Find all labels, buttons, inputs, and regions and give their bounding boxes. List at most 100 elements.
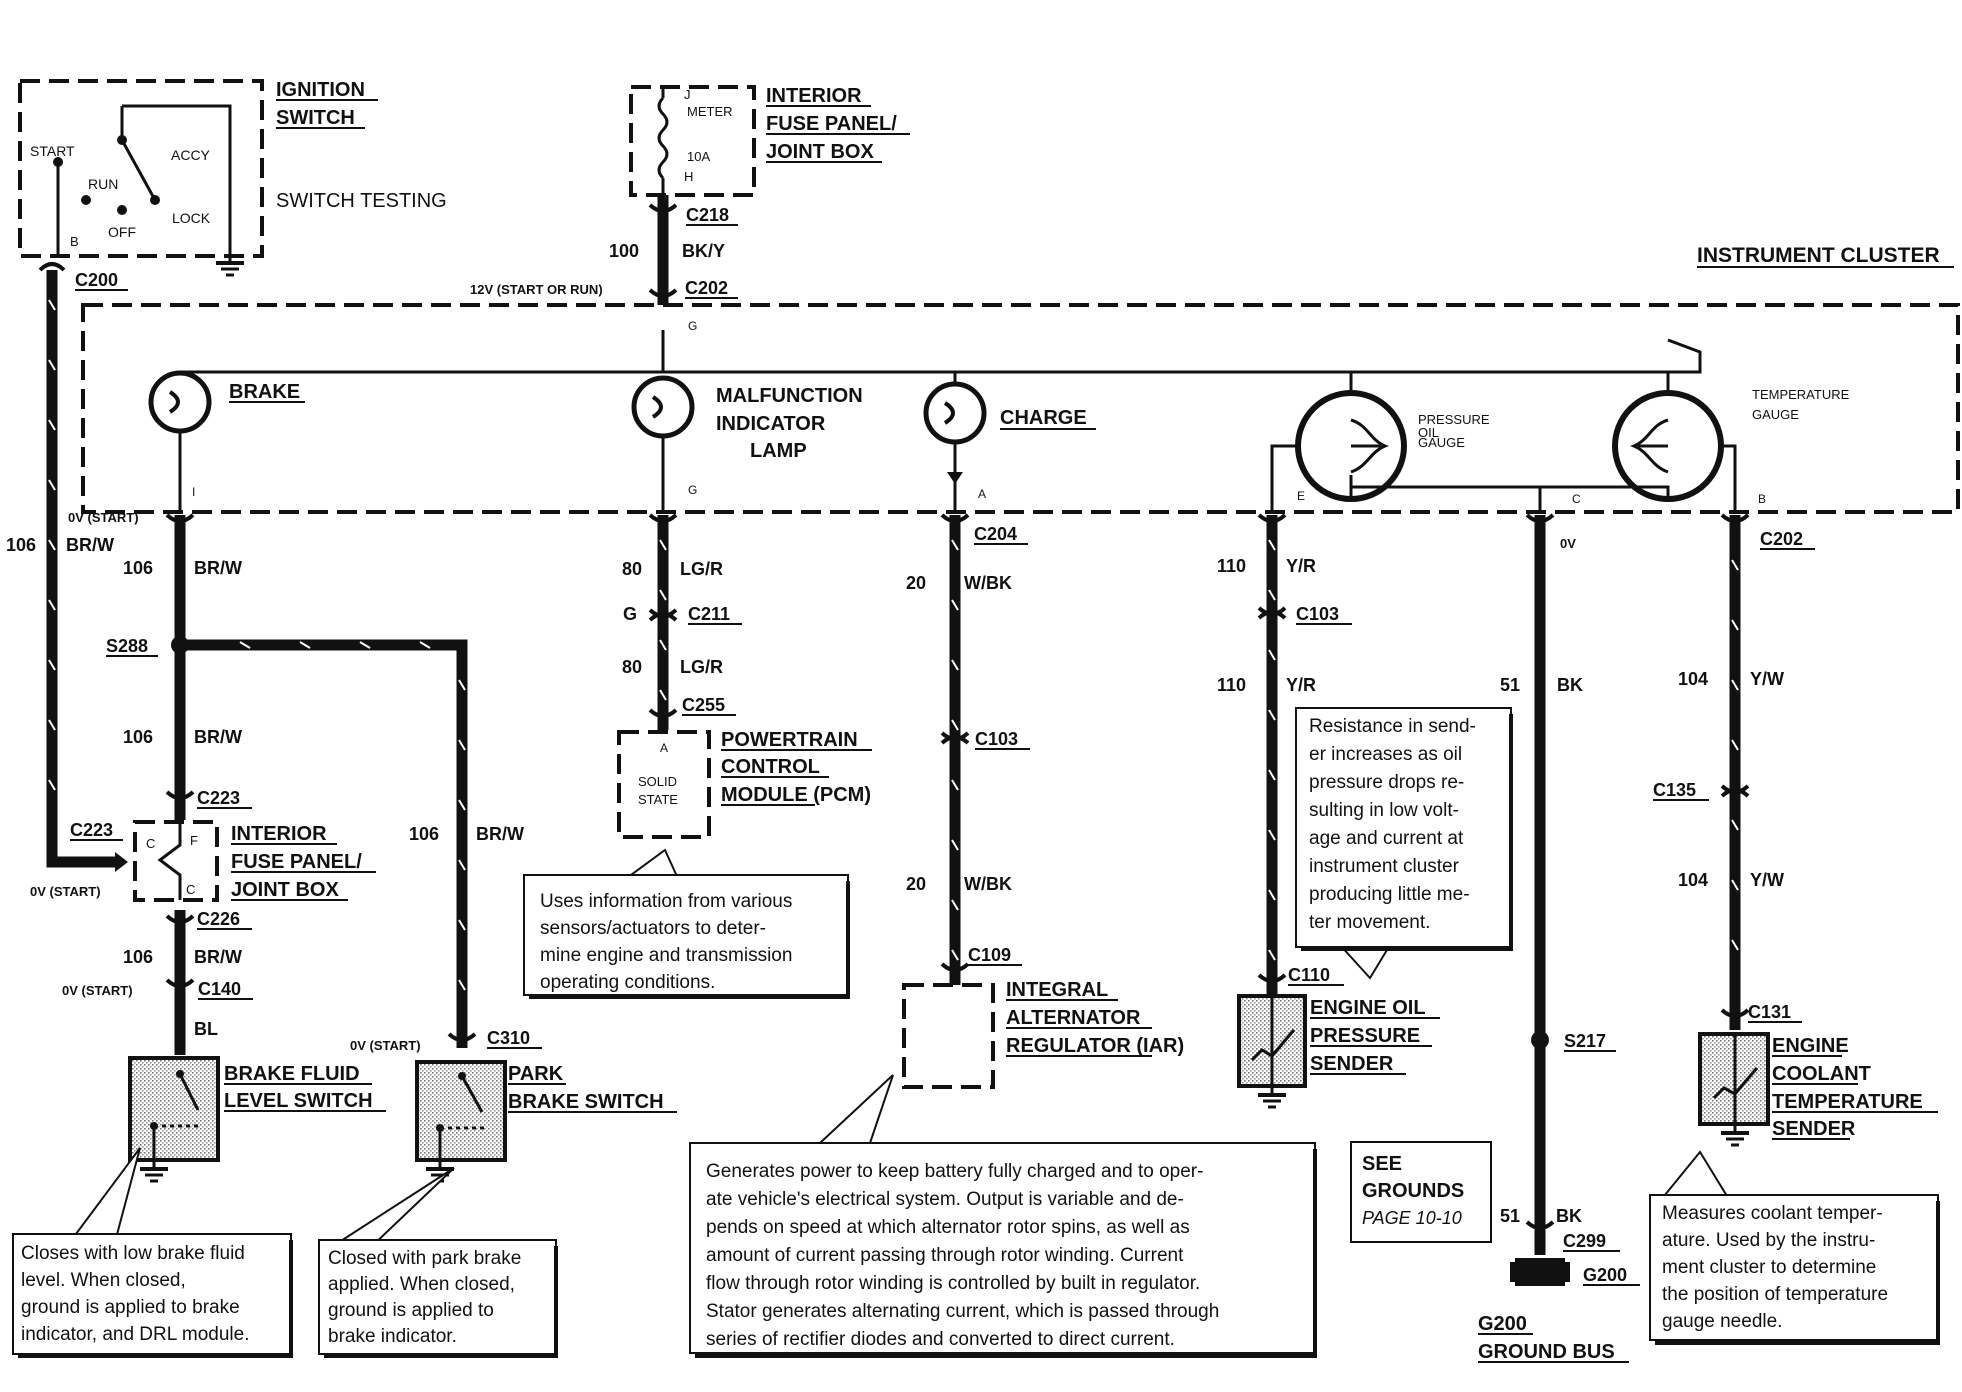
c310-label: C310: [487, 1028, 530, 1048]
note-coolant: Measures coolant temper- ature. Used by …: [1649, 1194, 1940, 1345]
fuse-pin-j: J: [684, 87, 691, 102]
instrument-cluster-box: [81, 303, 1960, 514]
s288-splice: [171, 636, 189, 654]
pcm-inner-2: STATE: [638, 792, 678, 807]
note-oil-line-6: instrument cluster: [1309, 856, 1460, 877]
circuit-106-a: 106: [123, 558, 153, 578]
ground-icon: [1258, 1086, 1286, 1109]
g-mark: G: [623, 604, 637, 624]
zero-start-d: 0V (START): [350, 1038, 421, 1053]
resistor-icon: [1250, 1029, 1296, 1062]
pin-b-label: B: [1758, 492, 1766, 506]
fuse-panel-mid-title-3: JOINT BOX: [231, 879, 339, 901]
brake-fluid-level-switch: BRAKE FLUID LEVEL SWITCH: [128, 1056, 386, 1183]
note-park-brake-line-2: applied. When closed,: [328, 1274, 515, 1295]
wires: [38, 195, 1750, 1286]
circuit-110-a: 110: [1217, 556, 1246, 576]
fuse-panel-top-title-3: JOINT BOX: [766, 141, 874, 163]
oil-sender-title-1: ENGINE OIL: [1310, 997, 1426, 1019]
pos-accy-label: ACCY: [171, 147, 211, 163]
c218-label: C218: [686, 205, 729, 225]
park-brake-title-2: BRAKE SWITCH: [508, 1091, 664, 1113]
c110-label: C110: [1288, 965, 1330, 985]
note-oil-line-3: pressure drops re-: [1309, 772, 1464, 793]
c135-label: C135: [1653, 780, 1696, 800]
iar-title-2: ALTERNATOR: [1006, 1007, 1141, 1029]
pcm-title-2: CONTROL: [721, 756, 820, 778]
circuit-51-b: 51: [1500, 1206, 1520, 1226]
fuse-icon: [657, 96, 669, 180]
powertrain-control-module: A SOLID STATE POWERTRAIN CONTROL MODULE …: [617, 729, 872, 839]
charge-label: CHARGE: [1000, 407, 1087, 429]
pin-e-label: E: [1297, 489, 1305, 503]
pos-off-label: OFF: [108, 224, 136, 240]
pcm-title-1: POWERTRAIN: [721, 729, 858, 751]
note-iar-line-5: flow through rotor winding is controlled…: [706, 1273, 1200, 1294]
note-coolant-line-2: ature. Used by the instru-: [1662, 1230, 1875, 1251]
pcm-inner-1: SOLID: [638, 774, 677, 789]
note-oil-line-5: age and current at: [1309, 828, 1464, 849]
mil-label-2: INDICATOR: [716, 413, 826, 435]
circuit-106-b: 106: [123, 727, 153, 747]
pos-lock-label: LOCK: [172, 210, 211, 226]
note-iar-line-6: Stator generates alternating current, wh…: [706, 1301, 1219, 1322]
c140-label: C140: [198, 979, 241, 999]
pin-g-top-label: G: [688, 319, 697, 333]
note-park-brake-line-1: Closed with park brake: [328, 1248, 521, 1269]
ground-bus-title-1: G200: [1478, 1313, 1527, 1335]
note-park-brake-line-3: ground is applied to: [328, 1300, 494, 1321]
thermistor-icon: [1712, 1067, 1759, 1100]
note-iar-line-4: amount of current passing through rotor …: [706, 1245, 1184, 1266]
s217-splice: [1531, 1031, 1549, 1049]
circuit-104-b: 104: [1678, 870, 1708, 890]
ignition-switch-title-2: SWITCH: [276, 107, 355, 129]
bk-a: BK: [1557, 675, 1583, 695]
c223-a-label: C223: [197, 788, 240, 808]
c226-label: C226: [197, 909, 240, 929]
note-pcm-line-4: operating conditions.: [540, 972, 715, 993]
note-iar-line-1: Generates power to keep battery fully ch…: [706, 1161, 1203, 1182]
coolant-title-2: COOLANT: [1772, 1063, 1871, 1085]
fuse-panel-top-title-2: FUSE PANEL/: [766, 113, 897, 135]
coolant-title-3: TEMPERATURE: [1772, 1091, 1923, 1113]
circuit-20-b: 20: [906, 874, 926, 894]
oil-gauge-label-3: GAUGE: [1418, 435, 1465, 450]
switch-testing-label: SWITCH TESTING: [276, 190, 447, 212]
mil-label-1: MALFUNCTION: [716, 385, 863, 407]
c103-b-label: C103: [1296, 604, 1339, 624]
zero-start-c: 0V (START): [62, 983, 133, 998]
fuse-panel-top-title-1: INTERIOR: [766, 85, 862, 107]
brw-d: BR/W: [476, 824, 524, 844]
note-oil-line-7: producing little me-: [1309, 884, 1470, 905]
pcm-title-3: MODULE (PCM): [721, 784, 871, 806]
note-oil-sender: Resistance in send- er increases as oil …: [1295, 707, 1513, 951]
fuse-rating-label: 10A: [687, 149, 710, 164]
fuse-panel-mid: C F C INTERIOR FUSE PANEL/ JOINT BOX: [115, 820, 376, 902]
yw-a: Y/W: [1750, 669, 1784, 689]
circuit-106-left: 106: [6, 535, 36, 555]
brw-left: BR/W: [66, 535, 114, 555]
note-iar-line-3: pends on speed at which alternator rotor…: [706, 1217, 1190, 1238]
instrument-cluster: INSTRUMENT CLUSTER BRAKE I G G MALFUNCTI…: [81, 244, 1960, 514]
note-park-brake: Closed with park brake applied. When clo…: [318, 1239, 558, 1358]
note-brake-fluid-line-2: level. When closed,: [21, 1270, 186, 1291]
park-brake-title-1: PARK: [508, 1063, 564, 1085]
note-park-brake-line-4: brake indicator.: [328, 1326, 457, 1347]
fuse-panel-top: METER 10A J H INTERIOR FUSE PANEL/ JOINT…: [629, 85, 910, 197]
engine-coolant-temperature-sender: ENGINE COOLANT TEMPERATURE SENDER: [1698, 1032, 1938, 1147]
circuit-106-d: 106: [409, 824, 439, 844]
fuse-panel-mid-title-2: FUSE PANEL/: [231, 851, 362, 873]
note-brake-fluid-line-4: indicator, and DRL module.: [21, 1324, 249, 1345]
zero-v-label: 0V: [1560, 536, 1576, 551]
cluster-bus-main: [661, 330, 1702, 374]
wbk-b: W/BK: [964, 874, 1012, 894]
brake-lamp: BRAKE I: [148, 370, 305, 512]
c211-label: C211: [688, 604, 730, 624]
note-pcm-line-1: Uses information from various: [540, 891, 792, 912]
s217-label: S217: [1564, 1031, 1606, 1051]
temp-gauge-label-1: TEMPERATURE: [1752, 387, 1850, 402]
fuse-panel-mid-title-1: INTERIOR: [231, 823, 327, 845]
note-pcm-line-2: sensors/actuators to deter-: [540, 918, 766, 939]
pcm-pin-a: A: [660, 741, 668, 755]
note-brake-fluid-line-1: Closes with low brake fluid: [21, 1243, 245, 1264]
